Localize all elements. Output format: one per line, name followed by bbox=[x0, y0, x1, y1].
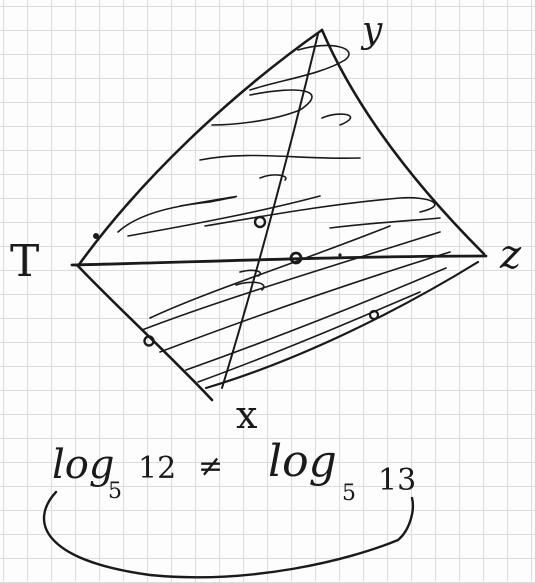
left-log-argument: 12 bbox=[138, 451, 176, 486]
right-log-base: 5 bbox=[342, 481, 356, 506]
right-log-argument: 13 bbox=[378, 463, 416, 498]
edge-left-top bbox=[76, 28, 324, 268]
vertex-label-bottom: x bbox=[236, 393, 257, 437]
point-face-center bbox=[253, 215, 267, 229]
solid-outline bbox=[70, 28, 488, 402]
left-log-word: log bbox=[52, 442, 114, 488]
vertex-label-top: y bbox=[360, 10, 383, 51]
right-log-word: log bbox=[268, 436, 337, 487]
edge-left-right bbox=[70, 254, 488, 267]
inequality-relation-sign: ≠ bbox=[198, 449, 223, 484]
left-log-base: 5 bbox=[108, 479, 122, 504]
log-inequality: log 5 12 ≠ log 5 13 bbox=[52, 436, 416, 506]
edge-top-right bbox=[320, 28, 486, 256]
vertex-labels: y T z x bbox=[10, 10, 522, 437]
edge-left-bottom bbox=[76, 264, 214, 402]
hatching-strokes bbox=[117, 44, 451, 383]
edge-top-bottom bbox=[221, 33, 319, 389]
point-small-mark bbox=[338, 253, 342, 257]
vertex-label-left: T bbox=[10, 236, 39, 287]
point-on-edge-tx bbox=[143, 335, 155, 347]
underbrace bbox=[42, 490, 414, 579]
point-on-edge-tz bbox=[289, 251, 303, 265]
edge-bottom-right bbox=[204, 260, 480, 390]
point-on-face-xz bbox=[368, 309, 380, 321]
point-on-edge-ty bbox=[93, 233, 99, 239]
marked-points bbox=[93, 215, 380, 347]
vertex-label-right: z bbox=[499, 232, 522, 278]
